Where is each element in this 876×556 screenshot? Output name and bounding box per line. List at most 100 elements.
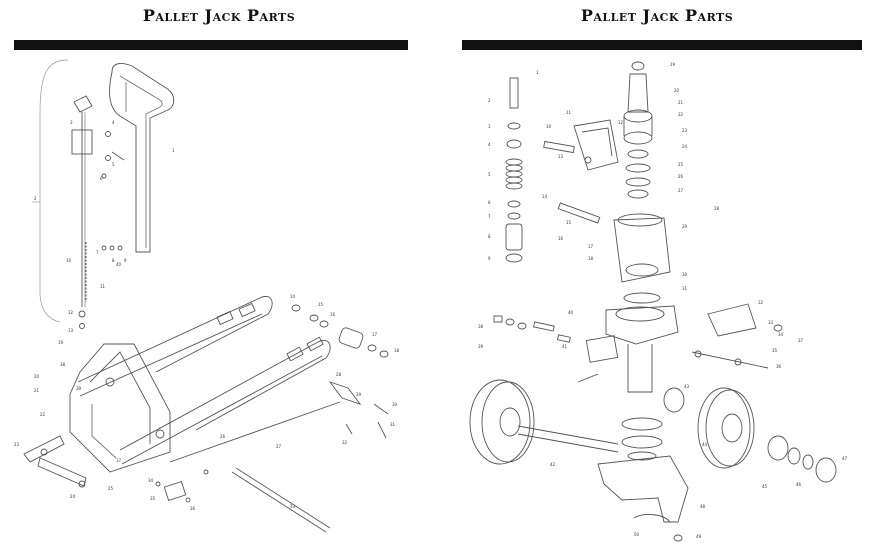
wheel-axle <box>517 425 619 445</box>
callout-27: 27 <box>678 188 684 193</box>
callout-7: 7 <box>96 250 99 255</box>
callout-12: 12 <box>68 310 74 315</box>
right-title-rule <box>462 40 862 50</box>
callout-36: 36 <box>776 364 782 369</box>
callout-11: 11 <box>566 110 572 115</box>
callout-8: 8 <box>488 234 491 239</box>
callout-1: 1 <box>172 148 175 153</box>
callout-43: 43 <box>684 384 690 389</box>
handle-assembly-bracket <box>39 59 69 323</box>
left-fork <box>77 296 273 383</box>
callout-32: 32 <box>758 300 764 305</box>
callout-38: 38 <box>60 362 66 367</box>
callout-22: 22 <box>40 412 46 417</box>
callout-16: 16 <box>558 236 564 241</box>
callout-2: 2 <box>488 98 491 103</box>
callout-30: 30 <box>682 272 688 277</box>
left-load-wheel <box>469 379 531 465</box>
rear-linkage <box>23 435 65 463</box>
callout-12: 12 <box>618 120 624 125</box>
callout-18: 18 <box>588 256 594 261</box>
callout-10: 10 <box>546 124 552 129</box>
rod-block <box>71 129 93 155</box>
callout-31: 31 <box>682 286 688 291</box>
wheel-frame <box>597 455 689 523</box>
callout-6: 6 <box>100 176 103 181</box>
callout-40: 40 <box>116 262 122 267</box>
callout-17: 17 <box>372 332 378 337</box>
callout-47: 47 <box>842 456 848 461</box>
callout-39: 39 <box>478 344 484 349</box>
callout-22: 22 <box>678 112 684 117</box>
callout-41: 41 <box>562 344 568 349</box>
callout-37: 37 <box>798 338 804 343</box>
callout-29: 29 <box>682 224 688 229</box>
callout-25: 25 <box>108 486 114 491</box>
callout-19: 19 <box>58 340 64 345</box>
callout-38: 38 <box>478 324 484 329</box>
callout-2: 2 <box>34 196 37 201</box>
callout-35: 35 <box>772 348 778 353</box>
callout-34: 34 <box>778 332 784 337</box>
callout-3: 3 <box>70 120 73 125</box>
callout-28: 28 <box>336 372 342 377</box>
callout-33: 33 <box>290 504 296 509</box>
callout-10: 10 <box>66 258 72 263</box>
callout-17: 17 <box>588 244 594 249</box>
callout-8: 8 <box>112 258 115 263</box>
callout-4: 4 <box>112 120 115 125</box>
callout-4: 4 <box>488 142 491 147</box>
pump-piston <box>509 77 519 109</box>
callout-49: 49 <box>696 534 702 539</box>
steering-yoke <box>605 305 679 345</box>
callout-7: 7 <box>488 214 491 219</box>
callout-6: 6 <box>488 200 491 205</box>
callout-42: 42 <box>550 462 556 467</box>
callout-32: 32 <box>342 440 348 445</box>
right-load-wheel <box>697 387 751 469</box>
callout-5: 5 <box>112 162 115 167</box>
callout-16: 16 <box>330 312 336 317</box>
frame-body <box>69 343 171 473</box>
callout-34: 34 <box>148 478 154 483</box>
callout-33: 33 <box>768 320 774 325</box>
pump-spring <box>505 158 523 190</box>
callout-21: 21 <box>678 100 684 105</box>
callout-1: 1 <box>536 70 539 75</box>
callout-13: 13 <box>68 328 74 333</box>
callout-26: 26 <box>678 174 684 179</box>
callout-20: 20 <box>34 374 40 379</box>
callout-29: 29 <box>356 392 362 397</box>
load-roller <box>338 327 364 349</box>
pump-housing <box>613 217 671 283</box>
callout-35: 35 <box>150 496 156 501</box>
right-fork <box>119 340 331 451</box>
callout-9: 9 <box>488 256 491 261</box>
callout-25: 25 <box>678 162 684 167</box>
callout-40: 40 <box>568 310 574 315</box>
callout-45: 45 <box>762 484 768 489</box>
callout-23: 23 <box>14 442 20 447</box>
callout-20: 20 <box>674 88 680 93</box>
callout-13: 13 <box>558 154 564 159</box>
right-page-title: Pallet Jack Parts <box>580 6 734 25</box>
callout-37: 37 <box>116 458 122 463</box>
callout-14: 14 <box>290 294 296 299</box>
callout-27: 27 <box>276 444 282 449</box>
callout-18: 18 <box>394 348 400 353</box>
right-page: Pallet Jack Parts <box>438 0 876 556</box>
linkage-plate <box>707 303 757 337</box>
left-page: Pallet Jack Parts <box>14 6 408 533</box>
callout-30: 30 <box>392 402 398 407</box>
left-title-rule <box>14 40 408 50</box>
callout-39: 39 <box>76 386 82 391</box>
callout-50: 50 <box>634 532 640 537</box>
callout-21: 21 <box>34 388 40 393</box>
wheel-cap <box>815 457 837 483</box>
callout-44: 44 <box>702 442 708 447</box>
handle-loop <box>109 63 175 253</box>
callout-11: 11 <box>100 284 106 289</box>
